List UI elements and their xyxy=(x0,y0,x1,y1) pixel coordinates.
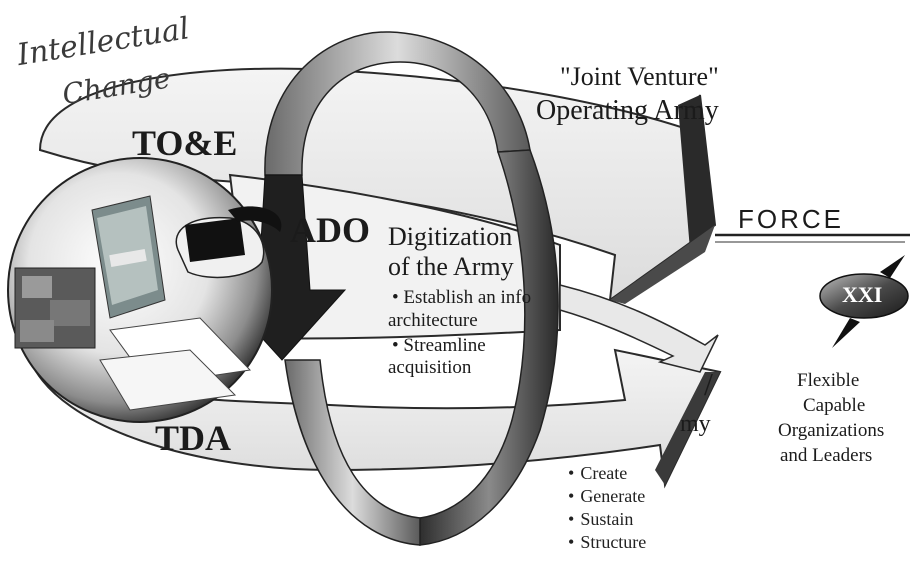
outcome-line-1: Flexible xyxy=(797,370,860,391)
force-xxi-logo xyxy=(715,233,910,348)
joint-venture-line-2: Operating Army xyxy=(536,95,719,126)
tda-label: TDA xyxy=(155,418,232,458)
digitization-bullet-1-cont: architecture xyxy=(388,310,478,331)
army-functions-list: Create Generate Sustain Structure xyxy=(568,462,646,554)
list-item: Structure xyxy=(568,531,646,554)
upper-band-arrow xyxy=(38,67,717,304)
campaign-plan-book-image xyxy=(91,195,166,319)
flag-globe-image xyxy=(175,206,282,279)
list-item: Sustain xyxy=(568,508,646,531)
force-word: FORCE xyxy=(738,204,844,234)
ado-label: ADO xyxy=(290,210,370,250)
list-item: Create xyxy=(568,462,646,485)
my-fragment: my xyxy=(680,411,711,437)
list-item: Generate xyxy=(568,485,646,508)
slash-mark: / xyxy=(704,366,713,402)
outcome-line-3: Organizations xyxy=(778,420,885,441)
xxi-numeral: XXI xyxy=(842,282,883,307)
outcome-line-2: Capable xyxy=(803,395,866,416)
toe-label: TO&E xyxy=(132,123,238,163)
documents-grid-image xyxy=(99,317,252,411)
digitization-bullet-1: • Establish an info xyxy=(392,287,532,308)
digitization-line-1: Digitization xyxy=(388,222,513,251)
photo-panel-image xyxy=(14,267,96,349)
joint-venture-line-1: "Joint Venture" xyxy=(560,62,719,91)
digitization-line-2: of the Army xyxy=(388,252,514,281)
digitization-bullet-2: • Streamline xyxy=(392,335,486,356)
lower-band-arrow xyxy=(28,348,722,489)
capability-sphere xyxy=(7,157,282,423)
digitization-bullet-2-text: Streamline xyxy=(403,335,486,356)
digitization-bullet-2-cont: acquisition xyxy=(388,357,472,378)
digitization-bullet-1-text: Establish an info xyxy=(403,287,532,308)
outcome-line-4: and Leaders xyxy=(780,445,873,466)
